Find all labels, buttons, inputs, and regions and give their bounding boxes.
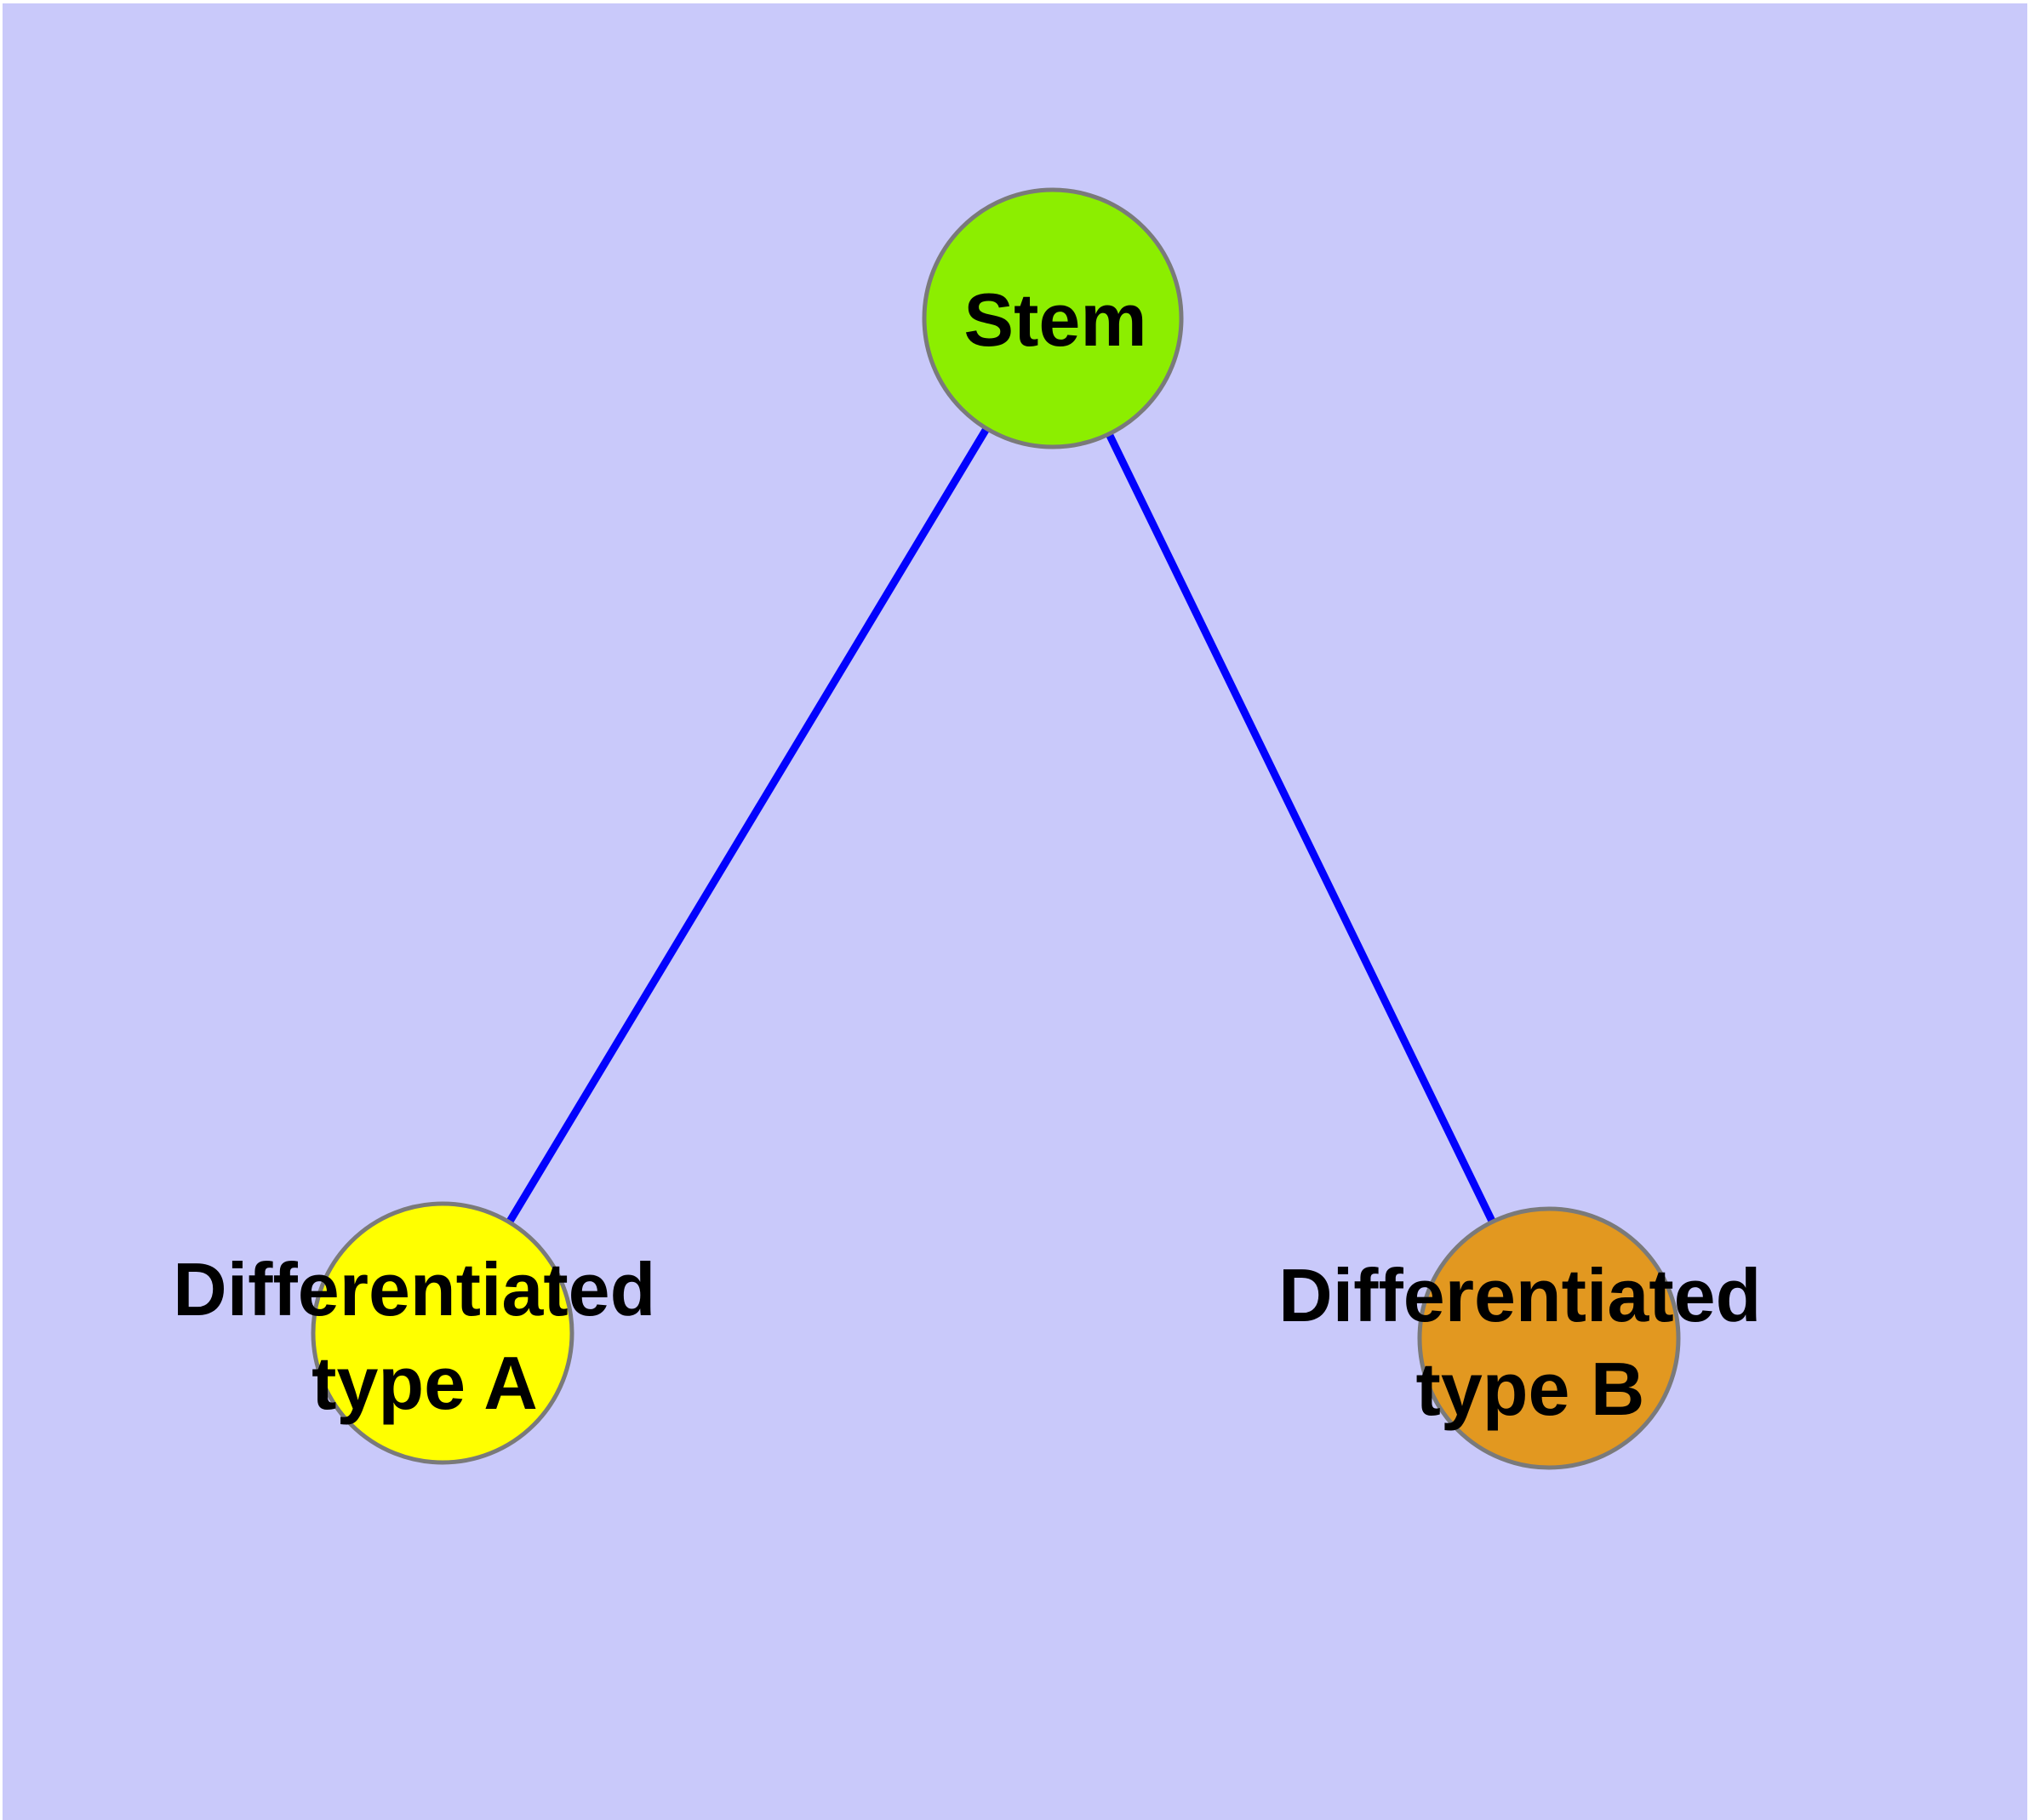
node-differentiated-type-a-label: Differentiated type A (173, 1247, 677, 1425)
node-differentiated-type-a-label-line-2: type A (311, 1341, 538, 1425)
node-differentiated-type-b-label: Differentiated type B (1278, 1253, 1782, 1431)
node-differentiated-type-b-label-line-1: Differentiated (1278, 1253, 1761, 1337)
edge-stem-to-type-a (439, 316, 1056, 1336)
node-differentiated-type-b (1417, 1206, 1681, 1470)
edge-stem-to-type-b (1049, 317, 1553, 1340)
node-stem (922, 187, 1184, 449)
node-stem-label: Stem (963, 278, 1146, 362)
node-differentiated-type-a-label-line-1: Differentiated (173, 1247, 655, 1331)
node-differentiated-type-a (311, 1201, 574, 1465)
node-differentiated-type-b-label-line-2: type B (1416, 1347, 1645, 1431)
